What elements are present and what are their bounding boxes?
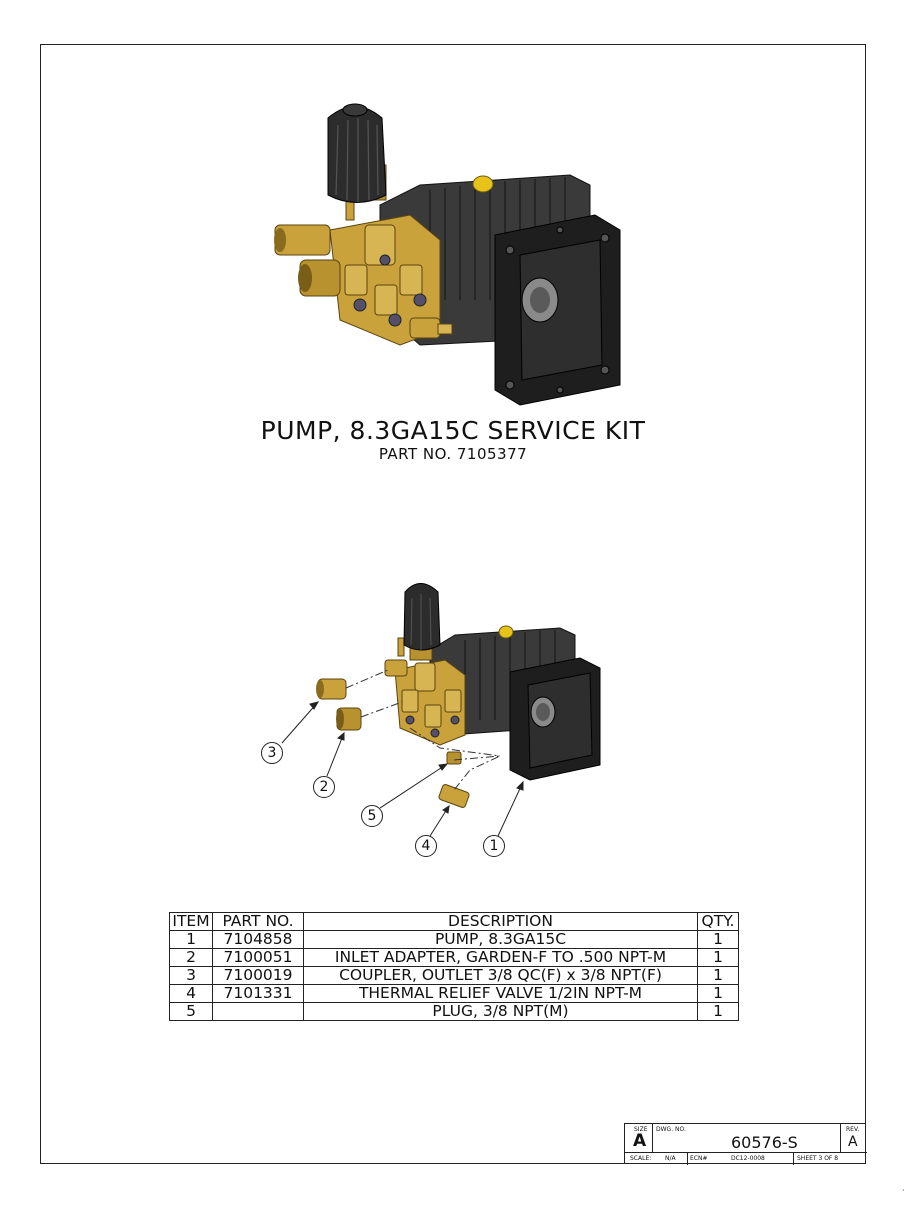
bom-header-row: ITEM PART NO. DESCRIPTION QTY. bbox=[169, 912, 739, 931]
drawing-title: PUMP, 8.3GA15C SERVICE KIT bbox=[260, 416, 646, 445]
rev-label: REV. bbox=[846, 1126, 860, 1133]
part-number: PART NO. 7105377 bbox=[378, 445, 528, 463]
callout-5: 5 bbox=[361, 805, 383, 827]
cell-qty: 1 bbox=[697, 930, 739, 949]
cell-qty: 1 bbox=[697, 1002, 739, 1021]
cell-qty: 1 bbox=[697, 966, 739, 985]
cell-item: 3 bbox=[169, 966, 213, 985]
cell-part: 7101331 bbox=[212, 984, 304, 1003]
callout-1: 1 bbox=[483, 835, 505, 857]
table-row: 3 7100019 COUPLER, OUTLET 3/8 QC(F) x 3/… bbox=[169, 966, 739, 985]
dwg-no-label: DWG. NO. bbox=[656, 1126, 686, 1133]
relief-valve-part bbox=[438, 784, 470, 808]
ecn-value: DC12-0008 bbox=[731, 1155, 765, 1162]
sheet-number: SHEET 3 OF 8 bbox=[797, 1155, 839, 1162]
cell-qty: 1 bbox=[697, 948, 739, 967]
header-part-no: PART NO. bbox=[212, 912, 304, 931]
page-mark: · bbox=[902, 1186, 905, 1195]
cell-desc: THERMAL RELIEF VALVE 1/2IN NPT-M bbox=[303, 984, 698, 1003]
header-item: ITEM bbox=[169, 912, 213, 931]
callout-3: 3 bbox=[261, 742, 283, 764]
cell-desc: PLUG, 3/8 NPT(M) bbox=[303, 1002, 698, 1021]
size-label: SIZE bbox=[634, 1126, 648, 1133]
cell-item: 5 bbox=[169, 1002, 213, 1021]
table-row: 1 7104858 PUMP, 8.3GA15C 1 bbox=[169, 930, 739, 949]
drawing-number: 60576-S bbox=[731, 1133, 798, 1152]
cell-desc: COUPLER, OUTLET 3/8 QC(F) x 3/8 NPT(F) bbox=[303, 966, 698, 985]
scale-value: N/A bbox=[665, 1155, 676, 1162]
table-row: 2 7100051 INLET ADAPTER, GARDEN-F TO .50… bbox=[169, 948, 739, 967]
cell-item: 4 bbox=[169, 984, 213, 1003]
ecn-label: ECN# bbox=[690, 1155, 708, 1162]
callout-2: 2 bbox=[313, 776, 335, 798]
cell-part: 7104858 bbox=[212, 930, 304, 949]
table-row: 4 7101331 THERMAL RELIEF VALVE 1/2IN NPT… bbox=[169, 984, 739, 1003]
bill-of-materials: ITEM PART NO. DESCRIPTION QTY. 1 7104858… bbox=[169, 912, 739, 1021]
scale-label: SCALE: bbox=[630, 1155, 652, 1162]
cell-item: 2 bbox=[169, 948, 213, 967]
header-qty: QTY. bbox=[697, 912, 739, 931]
pump-illustration-exploded bbox=[281, 583, 601, 837]
cell-part: 7100019 bbox=[212, 966, 304, 985]
title-block: SIZE A DWG. NO. 60576-S REV. A SCALE: N/… bbox=[624, 1123, 867, 1165]
cell-desc: INLET ADAPTER, GARDEN-F TO .500 NPT-M bbox=[303, 948, 698, 967]
cell-item: 1 bbox=[169, 930, 213, 949]
cell-desc: PUMP, 8.3GA15C bbox=[303, 930, 698, 949]
size-value: A bbox=[633, 1131, 647, 1151]
drawing-border bbox=[40, 44, 866, 1164]
table-row: 5 PLUG, 3/8 NPT(M) 1 bbox=[169, 1002, 739, 1021]
cell-qty: 1 bbox=[697, 984, 739, 1003]
rev-value: A bbox=[848, 1134, 858, 1150]
header-description: DESCRIPTION bbox=[303, 912, 698, 931]
cell-part: 7100051 bbox=[212, 948, 304, 967]
cell-part bbox=[212, 1002, 304, 1021]
pump-illustration-large bbox=[274, 103, 621, 406]
plug-part bbox=[446, 751, 462, 765]
callout-4: 4 bbox=[415, 835, 437, 857]
